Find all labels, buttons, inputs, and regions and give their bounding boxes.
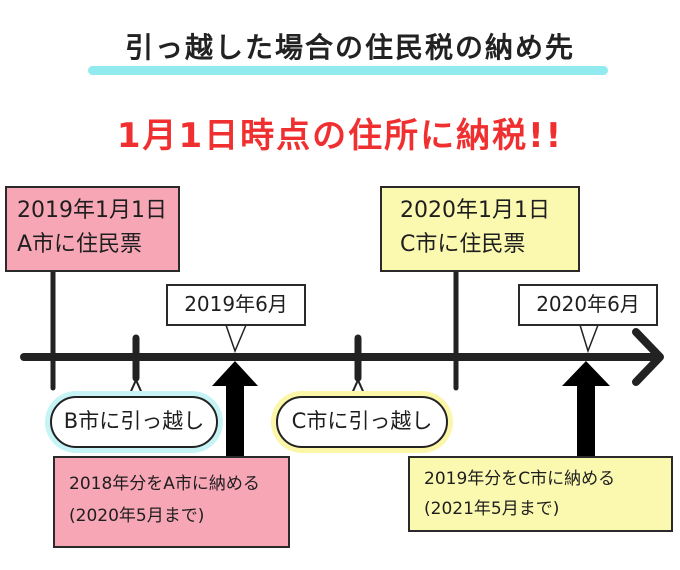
bubble-pointer-b (127, 377, 145, 399)
residence-box-2020: 2020年1月1日 C市に住民票 (380, 186, 580, 272)
residence-text: A市に住民票 (17, 232, 143, 257)
payment-deadline: (2021年5月まで) (424, 499, 560, 519)
payment-text: 2019年分をC市に納める (424, 469, 616, 489)
page-title: 引っ越した場合の住民税の納め先 (124, 31, 575, 64)
payment-box-2019-tax: 2019年分をC市に納める (2021年5月まで) (408, 456, 673, 532)
payment-box-2018-tax: 2018年分をA市に納める (2020年5月まで) (53, 456, 290, 548)
residence-text: C市に住民票 (400, 232, 526, 257)
subtitle-rule: 1月1日時点の住所に納税!! (116, 116, 564, 156)
payment-arrow-2019 (212, 361, 258, 457)
residence-date: 2020年1月1日 (400, 198, 550, 223)
payment-month-callout: 2019年6月 (166, 284, 306, 326)
residence-date: 2019年1月1日 (17, 198, 167, 223)
payment-month-callout: 2020年6月 (518, 284, 658, 326)
payment-text: 2018年分をA市に納める (69, 474, 260, 494)
payment-arrow-2020 (562, 361, 610, 457)
timeline-arrowhead-icon (632, 328, 664, 386)
move-bubble-b: B市に引っ越し (50, 396, 218, 448)
bubble-pointer-c (349, 377, 367, 399)
residence-box-2019: 2019年1月1日 A市に住民票 (5, 186, 180, 272)
payment-deadline: (2020年5月まで) (69, 506, 205, 526)
callout-pointer-2020-jun (579, 324, 599, 354)
title-underline (88, 66, 608, 75)
callout-pointer-2019-jun (225, 324, 247, 354)
move-bubble-c: C市に引っ越し (276, 396, 448, 448)
